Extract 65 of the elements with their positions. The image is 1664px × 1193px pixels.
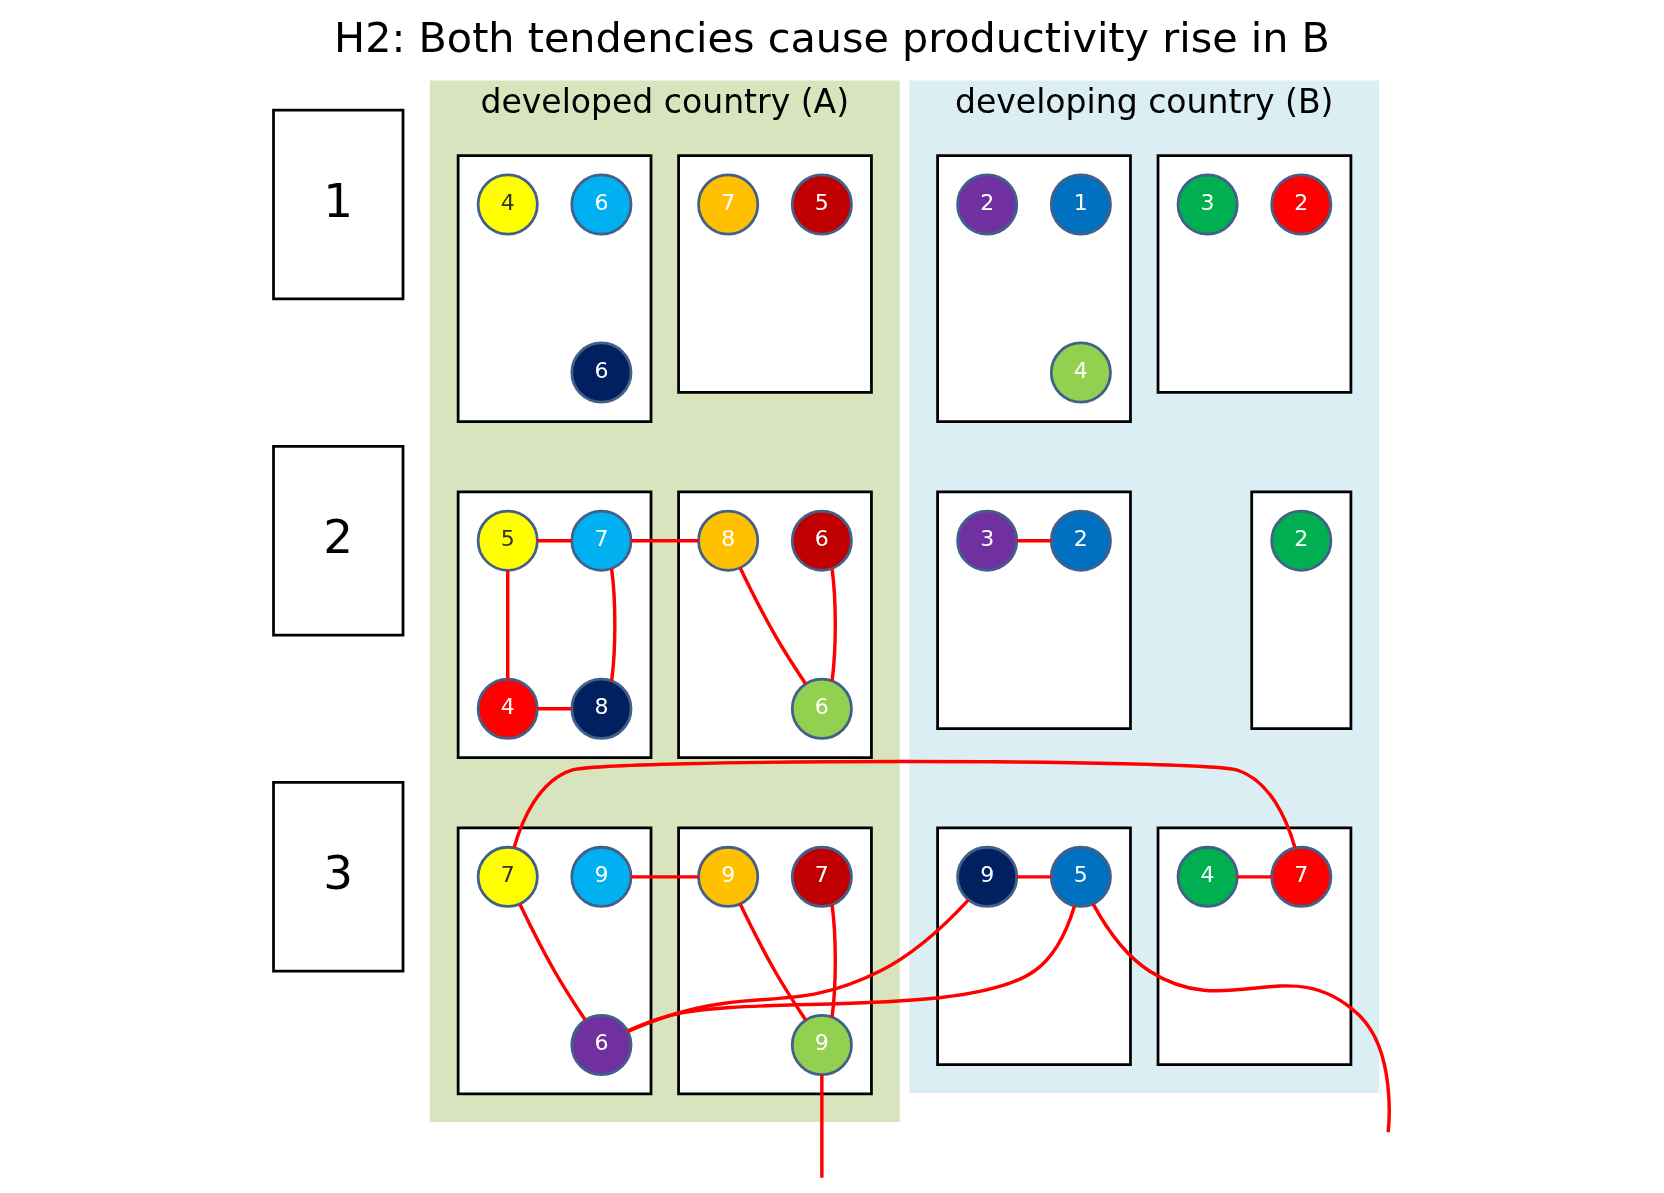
connector (627, 898, 970, 1033)
cluster (1156, 826, 1353, 1067)
connector (820, 1074, 824, 1178)
node-circle: 9 (956, 845, 1019, 908)
node-circle: 7 (790, 845, 853, 908)
node-circle: 6 (570, 173, 633, 236)
connector (512, 759, 1297, 849)
cluster (456, 154, 653, 423)
node-circle: 6 (570, 1013, 633, 1076)
cluster (677, 490, 873, 760)
node-circle: 3 (1176, 173, 1239, 236)
node-circle: 9 (570, 845, 633, 908)
node-box: 1 (272, 108, 405, 301)
cluster (456, 490, 653, 760)
node-circle: 9 (790, 1013, 853, 1076)
node-circle: 8 (570, 677, 633, 740)
node-circle: 2 (1270, 173, 1333, 236)
cluster (677, 826, 873, 1096)
connector (738, 567, 807, 685)
cluster (456, 826, 653, 1096)
node-circle: 6 (790, 509, 853, 572)
node-circle: 9 (697, 845, 760, 908)
node-circle: 2 (1270, 509, 1333, 572)
node-circle: 4 (476, 173, 539, 236)
node-circle: 6 (570, 341, 633, 404)
cluster (1250, 490, 1353, 730)
node-circle: 8 (697, 509, 760, 572)
connector (1016, 875, 1051, 879)
connector (830, 568, 837, 682)
node-circle: 6 (790, 677, 853, 740)
connector (1016, 539, 1051, 543)
node-circle: 2 (956, 173, 1019, 236)
node-circle: 1 (1049, 173, 1112, 236)
node-circle: 4 (1176, 845, 1239, 908)
connector (506, 570, 510, 679)
node-box: 2 (272, 444, 405, 637)
connector (627, 905, 1077, 1033)
cluster (677, 154, 873, 394)
cluster (1156, 154, 1353, 394)
connector (537, 539, 572, 543)
connector (537, 707, 572, 711)
node-circle: 7 (697, 173, 760, 236)
node-circle: 4 (476, 677, 539, 740)
connector (518, 903, 587, 1021)
node-box: 3 (272, 781, 405, 973)
connector (1237, 875, 1272, 879)
node-circle: 5 (790, 173, 853, 236)
node-circle: 7 (570, 509, 633, 572)
node-circle: 4 (1049, 341, 1112, 404)
node-circle: 7 (476, 845, 539, 908)
node-circle: 3 (956, 509, 1019, 572)
node-circle: 2 (1049, 509, 1112, 572)
connector (830, 904, 837, 1018)
connector (609, 568, 617, 682)
cluster (936, 490, 1132, 730)
diagram-title: H2: Both tendencies cause productivity rise in B (334, 14, 1330, 63)
connector (631, 539, 699, 543)
node-circle: 5 (1049, 845, 1112, 908)
connector (1091, 903, 1391, 1133)
cluster (936, 154, 1132, 423)
node-circle: 7 (1270, 845, 1333, 908)
connector (738, 903, 807, 1021)
cluster (936, 826, 1132, 1067)
node-circle: 5 (476, 509, 539, 572)
connector (631, 875, 699, 879)
